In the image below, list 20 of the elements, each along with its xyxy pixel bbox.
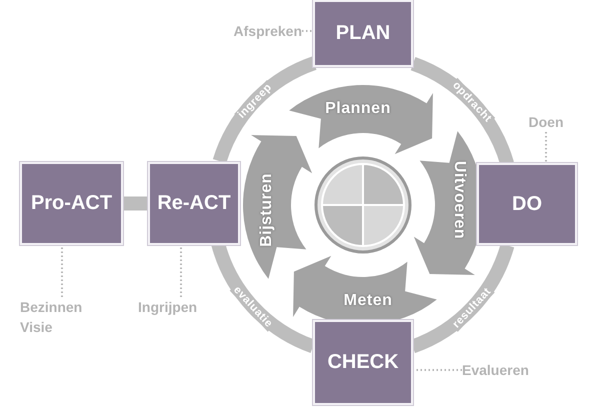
note-text: Ingrijpen: [138, 297, 214, 317]
connector: [123, 196, 148, 210]
leader-line: [180, 245, 182, 297]
cycle-step-label: Uitvoeren: [450, 160, 468, 240]
phase-box: CHECK: [313, 320, 413, 405]
note-text: Doen: [524, 112, 568, 132]
cycle-step-label: Bijsturen: [258, 173, 276, 247]
cycle-step-label: Meten: [344, 292, 392, 310]
leader-line: [61, 245, 63, 297]
note-text: Bezinnen Visie: [20, 297, 104, 337]
leader-line: [302, 30, 313, 32]
phase-box: Pro-ACT: [20, 162, 123, 245]
note-text: Evalueren: [462, 360, 552, 380]
leader-line: [545, 132, 547, 163]
note-text: Afspreken: [222, 21, 302, 41]
phase-box: DO: [477, 163, 577, 245]
cycle-step-label: Plannen: [325, 100, 391, 118]
phase-box: PLAN: [313, 0, 413, 67]
connector: [213, 56, 317, 164]
phase-box: Re-ACT: [148, 162, 240, 245]
